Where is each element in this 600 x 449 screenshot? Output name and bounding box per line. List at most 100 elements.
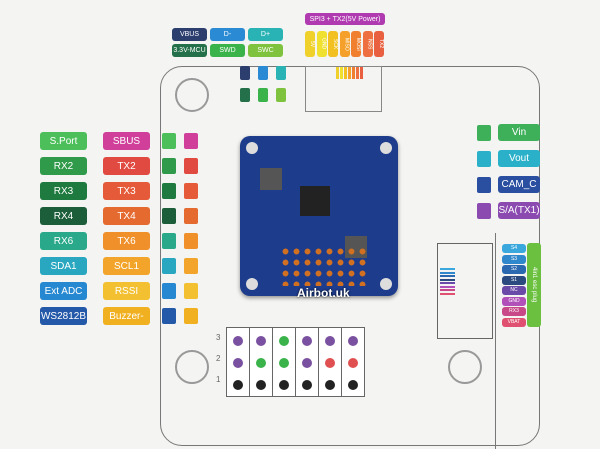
left-label-2: SBUS <box>103 132 150 150</box>
pin-swatch <box>184 208 198 224</box>
left-label-1: S.Port <box>40 132 87 150</box>
esc-pin-label: S3 <box>502 254 526 264</box>
top-label: SWD <box>210 44 245 57</box>
spi-pin-label: MISO <box>339 31 350 57</box>
esc-pin-trace <box>440 282 455 284</box>
left-label-2: SCL1 <box>103 257 150 275</box>
esc-pin-label: NC <box>502 286 526 295</box>
esc-pin-label: GND <box>502 296 526 306</box>
esc-pin-trace <box>440 285 455 288</box>
pin-swatch <box>162 308 176 324</box>
pin-dot <box>348 380 358 390</box>
pin-swatch <box>162 183 176 199</box>
divider <box>495 233 496 449</box>
pin-swatch <box>276 88 286 102</box>
pin-dot <box>233 336 243 346</box>
left-label-2: TX3 <box>103 182 150 200</box>
pin-swatch <box>184 158 198 174</box>
pin-swatch <box>184 133 198 149</box>
spi-pin-trace <box>336 67 339 79</box>
pin-dot <box>325 336 335 346</box>
pin-dot <box>348 336 358 346</box>
pin-swatch <box>162 133 176 149</box>
left-label-1: RX2 <box>40 157 87 175</box>
spi-pin-trace <box>348 67 351 79</box>
spi-pin-trace <box>352 67 355 79</box>
pin-swatch <box>240 66 250 80</box>
pin-swatch <box>184 183 198 199</box>
spi-title: SPI3 + TX2(5V Power) <box>305 13 385 25</box>
esc-pin-trace <box>440 289 455 291</box>
right-label: CAM_C <box>498 176 540 193</box>
pin-header-column <box>226 327 250 397</box>
pin-dot <box>233 380 243 390</box>
mount-hole <box>175 78 209 112</box>
pin-swatch <box>162 283 176 299</box>
esc-pin-trace <box>440 278 455 281</box>
pin-swatch <box>162 258 176 274</box>
pin-swatch <box>276 66 286 80</box>
spi-pin-trace <box>356 67 359 79</box>
pin-dot <box>279 336 289 346</box>
pin-swatch <box>162 233 176 249</box>
left-label-1: RX3 <box>40 182 87 200</box>
spi-pin-trace <box>360 67 363 79</box>
left-label-1: Ext ADC <box>40 282 87 300</box>
left-label-1: RX4 <box>40 207 87 225</box>
top-label: D- <box>210 28 245 41</box>
pin-swatch <box>162 158 176 174</box>
pin-dot <box>302 380 312 390</box>
right-label: Vout <box>498 150 540 167</box>
left-label-2: Buzzer- <box>103 307 150 325</box>
left-label-2: TX4 <box>103 207 150 225</box>
esc-pin-trace <box>440 292 455 295</box>
esc-pin-label: S2 <box>502 265 526 274</box>
left-label-2: RSSI <box>103 282 150 300</box>
pin-swatch <box>258 66 268 80</box>
pin-swatch <box>258 88 268 102</box>
esc-pin-trace <box>440 271 455 274</box>
pin-swatch <box>477 151 491 167</box>
spi-pin-label: 5V <box>305 31 315 57</box>
spi-pin-label: MOSI <box>351 31 361 57</box>
pin-swatch <box>184 283 198 299</box>
pin-dot <box>325 358 335 368</box>
spi-pin-label: SCK <box>328 31 338 57</box>
esc-pin-label: S1 <box>502 275 526 285</box>
pin-dot <box>256 380 266 390</box>
esc-plug-label: 4in1 esc plug <box>527 243 541 327</box>
pin-dot <box>279 358 289 368</box>
mount-hole <box>175 350 209 384</box>
esc-pin-trace <box>440 275 455 277</box>
left-label-1: WS2812B <box>40 307 87 325</box>
pin-dot <box>233 358 243 368</box>
top-label: SWC <box>248 44 283 57</box>
pin-dot <box>302 358 312 368</box>
top-label: VBUS <box>172 28 207 41</box>
header-row-number: 2 <box>216 354 221 363</box>
left-label-2: TX2 <box>103 157 150 175</box>
pin-header-column <box>249 327 273 397</box>
brand-text: Airbot.uk <box>297 286 350 300</box>
spi-pin-label: NSS <box>362 31 373 57</box>
pin-header-column <box>295 327 319 397</box>
pin-swatch <box>162 208 176 224</box>
pin-dot <box>325 380 335 390</box>
pin-swatch <box>477 203 491 219</box>
spi-pin-label: TX2 <box>374 31 384 57</box>
spi-pin-trace <box>340 67 343 79</box>
pin-dot <box>348 358 358 368</box>
esc-pin-label: VBAT <box>502 317 526 327</box>
pin-swatch <box>184 308 198 324</box>
esc-pin-label: S4 <box>502 244 526 253</box>
pin-swatch <box>477 125 491 141</box>
esc-pin-trace <box>440 268 455 270</box>
header-row-number: 1 <box>216 375 221 384</box>
pin-dot <box>256 336 266 346</box>
header-row-number: 3 <box>216 333 221 342</box>
right-label: Vin <box>498 124 540 141</box>
pin-swatch <box>184 233 198 249</box>
left-label-2: TX6 <box>103 232 150 250</box>
pin-swatch <box>240 88 250 102</box>
pin-swatch <box>477 177 491 193</box>
